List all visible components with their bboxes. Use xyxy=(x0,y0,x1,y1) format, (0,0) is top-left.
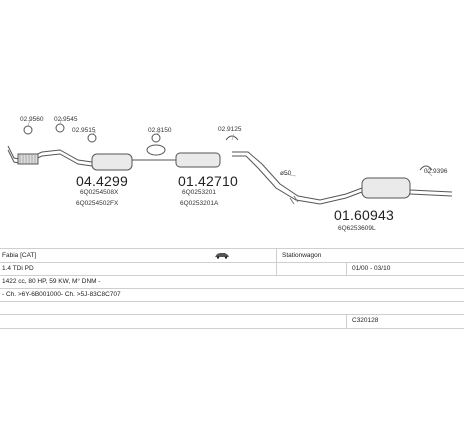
clamp-d-icon xyxy=(151,133,161,143)
diameter-label: ø50 xyxy=(280,170,292,177)
table-rule xyxy=(0,275,464,276)
car-icon xyxy=(215,253,229,259)
front-pipe xyxy=(7,145,93,163)
clamp-f-label: 02.9396 xyxy=(424,168,448,175)
clamp-d-label: 02.8150 xyxy=(148,127,172,134)
tail-pipe xyxy=(409,189,453,193)
middle-oem-2: 6Q0253201A xyxy=(180,200,219,207)
table-rule xyxy=(0,262,464,263)
body-cell: Stationwagon xyxy=(282,252,322,259)
rear-part-number: 01.60943 xyxy=(334,207,394,223)
clamp-a-label: 02.9560 xyxy=(20,116,44,123)
middle-part-number: 01.42710 xyxy=(178,173,238,189)
front-converter xyxy=(91,153,133,171)
clamp-b-icon xyxy=(55,123,65,133)
front-oem-1: 6Q0254508X xyxy=(80,189,119,196)
model-cell: Fabia [CAT] xyxy=(2,252,37,259)
flex-bellows xyxy=(17,153,39,165)
table-rule xyxy=(0,328,464,329)
table-rule xyxy=(0,248,464,249)
years-cell: 01/00 - 03/10 xyxy=(352,265,391,272)
rear-muffler xyxy=(361,177,411,199)
front-pipe-outline xyxy=(7,149,93,167)
clamp-c-icon xyxy=(87,133,97,143)
middle-muffler xyxy=(175,152,221,168)
clamp-e-icon xyxy=(225,135,239,141)
intermediate-pipe xyxy=(232,151,363,201)
chassis-cell: - Ch. >6Y-6B001000- Ch. >5J-83C8C707 xyxy=(2,291,121,298)
clamp-f-icon xyxy=(419,165,433,171)
clamp-a-icon xyxy=(23,125,33,135)
flange-ring xyxy=(146,144,166,156)
table-rule xyxy=(0,288,464,289)
exhaust-drawing xyxy=(7,117,453,205)
table-divider xyxy=(276,248,277,275)
engine-cell: 1.4 TDi PD xyxy=(2,265,34,272)
middle-oem-1: 6Q0253201 xyxy=(182,189,216,196)
clamp-e-label: 02.9125 xyxy=(218,126,242,133)
table-rule xyxy=(0,301,464,302)
table-divider xyxy=(346,314,347,328)
table-rule xyxy=(0,314,464,315)
table-divider xyxy=(346,262,347,275)
clamp-b-label: 02.9545 xyxy=(54,116,78,123)
code-cell: C320128 xyxy=(352,317,379,324)
front-oem-2: 6Q0254502FX xyxy=(76,200,119,207)
clamp-c-label: 02.9515 xyxy=(72,127,96,134)
rear-oem-1: 6Q6253609L xyxy=(338,225,376,232)
front-part-number: 04.4299 xyxy=(76,173,129,189)
spec-cell: 1422 cc, 80 HP, 59 KW, M° DNM - xyxy=(2,278,101,285)
